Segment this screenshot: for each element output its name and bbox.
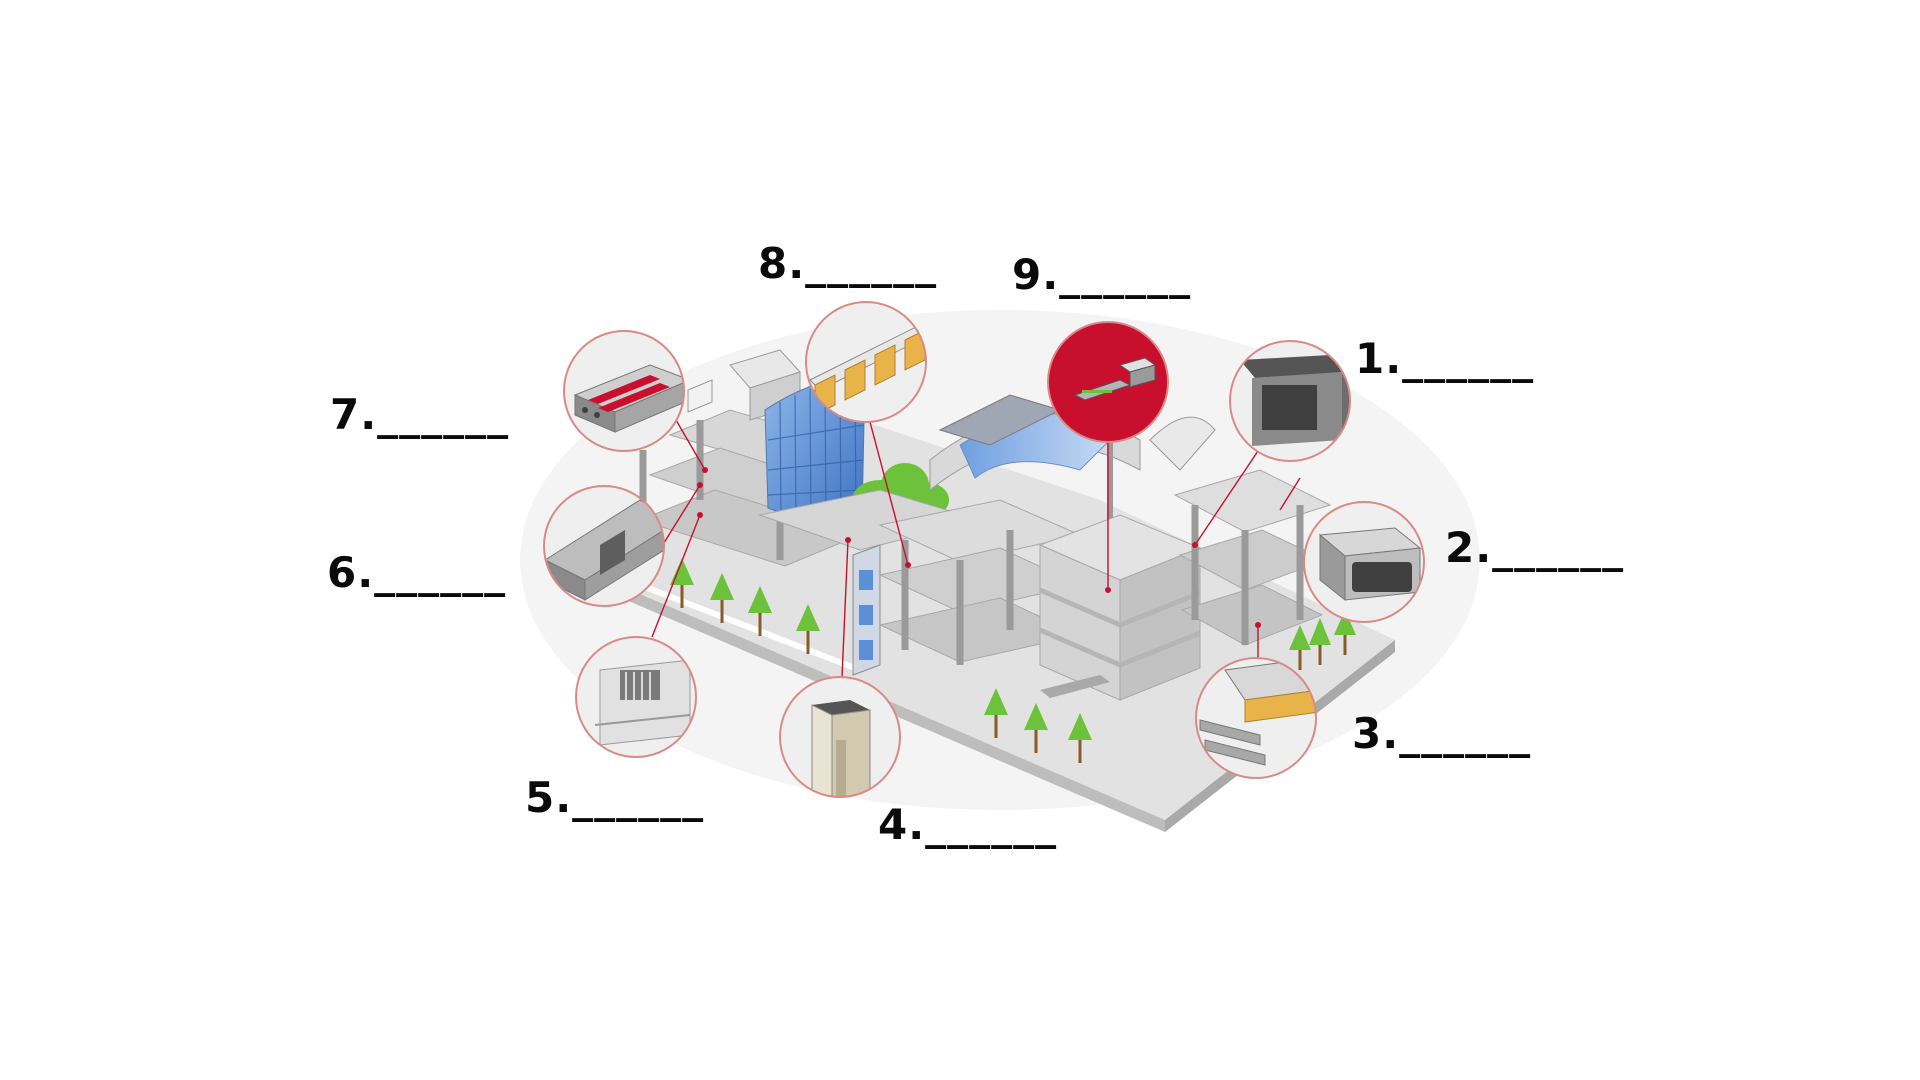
sidewalk-line — [638, 582, 862, 673]
far-right-floor-0 — [1180, 584, 1324, 646]
label-3: 3.______ — [1352, 709, 1532, 758]
street-trees — [670, 558, 1356, 763]
callout-2-detail — [1303, 501, 1425, 623]
label-8: 8.______ — [758, 239, 938, 288]
label-4: 4.______ — [878, 800, 1058, 849]
callout-7-detail — [563, 330, 685, 452]
label-7: 7.______ — [330, 390, 510, 439]
rooftop-unit — [687, 379, 713, 413]
label-1: 1.______ — [1355, 334, 1535, 383]
label-2: 2.______ — [1445, 523, 1625, 572]
label-5: 5.______ — [525, 773, 705, 822]
stair-tower-windows — [859, 570, 873, 660]
callout-5-detail — [575, 636, 697, 758]
right-canopy — [1149, 416, 1216, 471]
far-right-roof — [1173, 469, 1332, 533]
callout-6-detail — [543, 485, 665, 607]
label-9: 9.______ — [1012, 250, 1192, 299]
entry-ramp — [1040, 675, 1110, 698]
right-block-floor-lines — [1038, 587, 1201, 668]
leader-lines — [651, 419, 1301, 678]
right-block-side — [1119, 547, 1201, 701]
callout-8-detail — [805, 301, 927, 423]
callout-9-detail — [1047, 321, 1169, 443]
leader-dots — [697, 467, 1261, 628]
label-6: 6.______ — [327, 548, 507, 597]
far-right-columns — [1191, 505, 1304, 645]
callout-4-detail — [779, 676, 901, 798]
callout-1-detail — [1229, 340, 1351, 462]
